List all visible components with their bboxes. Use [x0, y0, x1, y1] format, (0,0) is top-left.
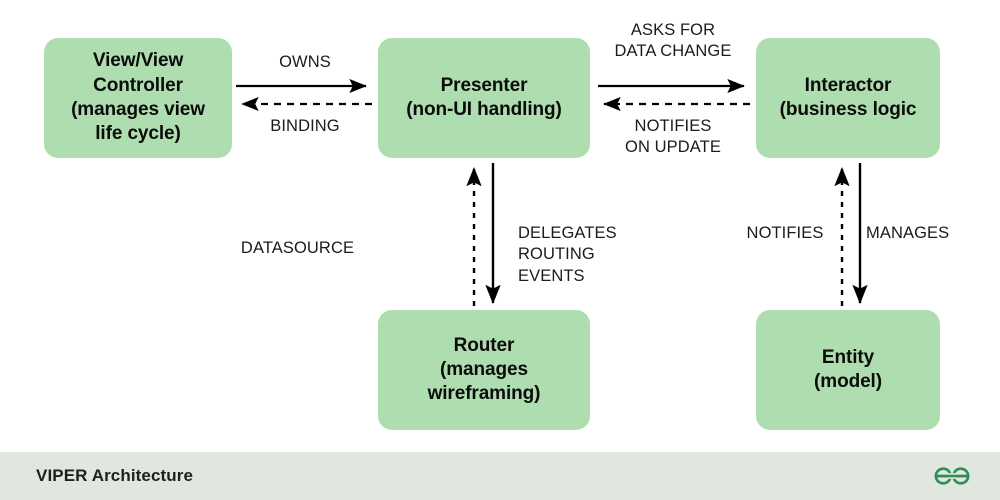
- geeksforgeeks-logo-icon: [930, 463, 974, 489]
- node-router-label: Router (manages wireframing): [427, 334, 541, 405]
- node-router[interactable]: Router (manages wireframing): [378, 310, 590, 430]
- footer-bar: VIPER Architecture: [0, 452, 1000, 500]
- edge-label-binding: BINDING: [270, 117, 340, 135]
- node-presenter-label: Presenter (non-UI handling): [406, 74, 562, 120]
- edge-label-notifies: NOTIFIES: [746, 224, 824, 242]
- edge-label-notifies-on-update: NOTIFIES ON UPDATE: [625, 117, 721, 157]
- page-title: VIPER Architecture: [36, 466, 194, 485]
- edge-label-asks-for-data-change: ASKS FOR DATA CHANGE: [614, 21, 732, 61]
- node-view-controller[interactable]: View/View Controller (manages view life …: [44, 38, 232, 158]
- edge-label-owns: OWNS: [279, 53, 331, 71]
- edge-label-manages: MANAGES: [866, 224, 950, 242]
- edge-label-delegates-routing-events: DELEGATES ROUTING EVENTS: [518, 224, 617, 285]
- node-entity[interactable]: Entity (model): [756, 310, 940, 430]
- node-interactor-label: Interactor (business logic: [779, 74, 917, 120]
- node-entity-label: Entity (model): [814, 346, 882, 392]
- node-presenter[interactable]: Presenter (non-UI handling): [378, 38, 590, 158]
- edge-label-datasource: DATASOURCE: [240, 239, 355, 257]
- node-view-controller-label: View/View Controller (manages view life …: [71, 50, 205, 145]
- node-interactor[interactable]: Interactor (business logic: [756, 38, 940, 158]
